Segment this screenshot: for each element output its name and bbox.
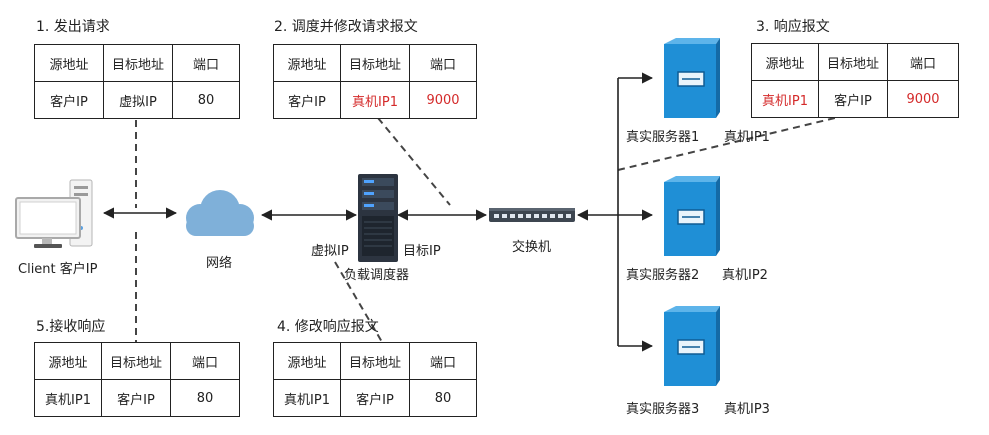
step3-packet-table: 源地址 目标地址 端口 真机IP1 客户IP 9000	[751, 43, 959, 118]
header-destination: 目标地址	[818, 43, 888, 81]
cell-source: 客户IP	[34, 81, 104, 119]
step2-title: 2. 调度并修改请求报文	[274, 19, 418, 35]
load-balancer-icon	[358, 174, 398, 262]
header-destination: 目标地址	[103, 44, 173, 82]
real-server-2-ip: 真机IP2	[722, 268, 768, 283]
header-port: 端口	[409, 44, 477, 82]
header-source: 源地址	[751, 43, 819, 81]
cell-port: 80	[409, 379, 477, 417]
header-source: 源地址	[273, 44, 341, 82]
real-server-3-icon	[664, 306, 720, 386]
step2-packet-table: 源地址 目标地址 端口 客户IP 真机IP1 9000	[273, 44, 477, 119]
header-port: 端口	[170, 342, 240, 380]
cell-source: 客户IP	[273, 81, 341, 119]
cell-destination: 虚拟IP	[103, 81, 173, 119]
header-source: 源地址	[34, 342, 102, 380]
header-destination: 目标地址	[340, 44, 410, 82]
switch-label: 交换机	[512, 240, 552, 255]
step5-title: 5.接收响应	[36, 319, 106, 335]
client-label: Client 客户IP	[18, 262, 98, 277]
header-port: 端口	[887, 43, 959, 81]
network-cloud-icon	[186, 190, 254, 236]
network-label: 网络	[206, 256, 233, 271]
header-source: 源地址	[273, 342, 341, 380]
switch-icon	[489, 208, 575, 222]
cell-source: 真机IP1	[34, 379, 102, 417]
cell-port: 80	[170, 379, 240, 417]
step5-packet-table: 源地址 目标地址 端口 真机IP1 客户IP 80	[34, 342, 240, 417]
lb-virtual-ip-label: 虚拟IP	[311, 244, 349, 259]
real-server-1-icon	[664, 38, 720, 118]
cell-destination: 真机IP1	[340, 81, 410, 119]
cell-source: 真机IP1	[751, 80, 819, 118]
step4-title: 4. 修改响应报文	[277, 319, 379, 335]
dash-step4	[334, 261, 383, 343]
real-server-1-ip: 真机IP1	[724, 130, 770, 145]
cell-destination: 客户IP	[101, 379, 171, 417]
real-server-2-label: 真实服务器2	[626, 268, 700, 283]
real-server-3-label: 真实服务器3	[626, 402, 700, 417]
cell-port: 80	[172, 81, 240, 119]
real-server-1-label: 真实服务器1	[626, 130, 700, 145]
header-port: 端口	[409, 342, 477, 380]
header-destination: 目标地址	[340, 342, 410, 380]
dash-step3	[617, 111, 861, 171]
cell-source: 真机IP1	[273, 379, 341, 417]
header-destination: 目标地址	[101, 342, 171, 380]
cell-port: 9000	[409, 81, 477, 119]
step1-packet-table: 源地址 目标地址 端口 客户IP 虚拟IP 80	[34, 44, 240, 119]
step1-title: 1. 发出请求	[36, 19, 110, 35]
lb-name-label: 负载调度器	[344, 268, 410, 283]
client-computer-icon	[15, 179, 93, 248]
header-port: 端口	[172, 44, 240, 82]
real-server-3-ip: 真机IP3	[724, 402, 770, 417]
step4-packet-table: 源地址 目标地址 端口 真机IP1 客户IP 80	[273, 342, 477, 417]
step3-title: 3. 响应报文	[756, 19, 830, 35]
cell-destination: 客户IP	[340, 379, 410, 417]
header-source: 源地址	[34, 44, 104, 82]
dash-step2	[377, 117, 451, 206]
cell-port: 9000	[887, 80, 959, 118]
real-server-2-icon	[664, 176, 720, 256]
cell-destination: 客户IP	[818, 80, 888, 118]
lb-target-ip-label: 目标IP	[403, 244, 441, 259]
